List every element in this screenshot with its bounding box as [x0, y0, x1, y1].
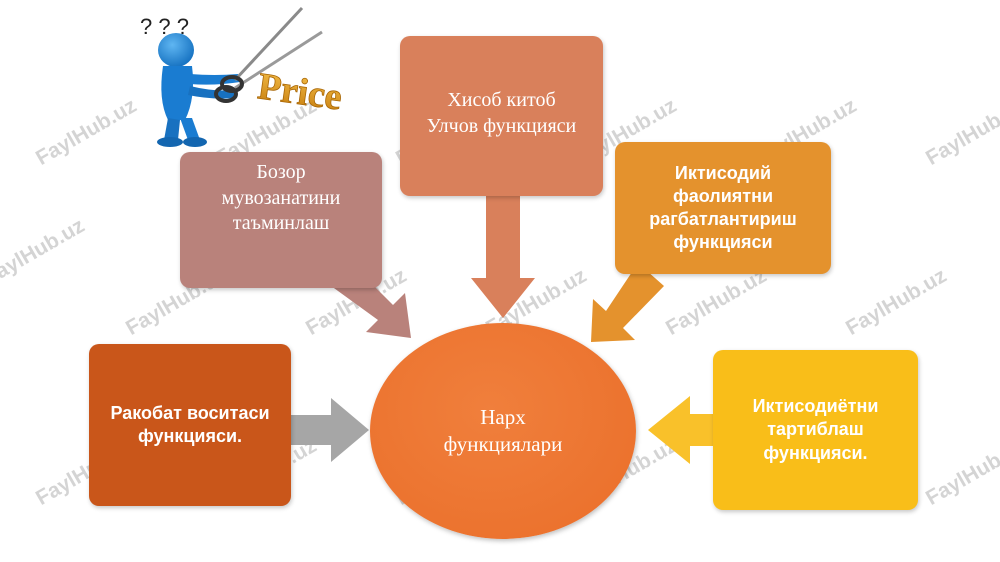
- scissors-icon: [214, 6, 323, 103]
- competition-tool-box: Ракобат воситаси функцияси.: [89, 344, 291, 506]
- arrow-right: [291, 398, 369, 462]
- competition-tool-label: Ракобат воситаси функцияси.: [110, 402, 270, 446]
- arrow-down: [471, 196, 535, 318]
- price-functions-label: Нарх функциялари: [443, 404, 563, 456]
- economy-regulation-label: Иктисодиётни тартиблаш функцияси.: [752, 396, 879, 463]
- arrow-left: [648, 396, 713, 464]
- price-cut-illustration: ? ? ? Price: [140, 6, 345, 147]
- market-equilibrium-box: Бозор мувозанатини таъминлаш: [180, 152, 382, 288]
- price-functions-circle: Нарх функциялари: [370, 323, 636, 539]
- price-word: Price: [255, 65, 344, 118]
- market-equilibrium-label: Бозор мувозанатини таъминлаш: [221, 161, 341, 235]
- economic-stimulation-label: Иктисодий фаолиятни рагбатлантириш функц…: [649, 162, 797, 253]
- accounting-measure-label: Хисоб китоб Улчов функцияси: [426, 89, 577, 137]
- economy-regulation-box: Иктисодиётни тартиблаш функцияси.: [713, 350, 918, 510]
- economic-stimulation-box: Иктисодий фаолиятни рагбатлантириш функц…: [615, 142, 831, 274]
- arrow-diagonal-right: [591, 263, 664, 342]
- person-icon: [157, 33, 240, 147]
- accounting-measure-box: Хисоб китоб Улчов функцияси: [400, 36, 603, 196]
